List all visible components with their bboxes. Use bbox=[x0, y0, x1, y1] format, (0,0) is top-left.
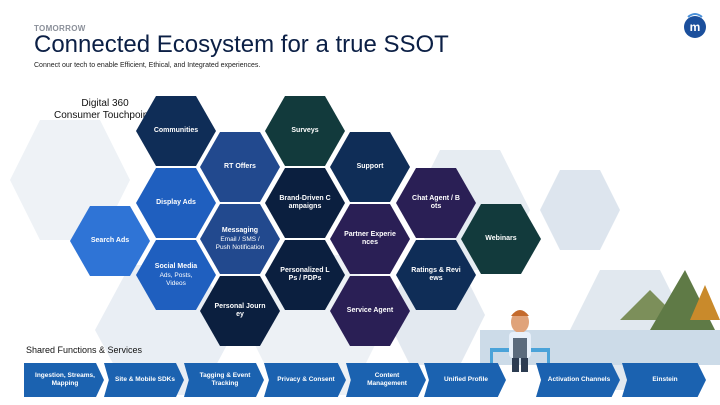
touchpoints-label-line2: Consumer Touchpoints bbox=[54, 110, 157, 121]
hex-label: Brand-Driven Campaigns bbox=[279, 194, 331, 211]
hex-label: Service Agent bbox=[346, 306, 394, 314]
hex-label: Partner Experiences bbox=[344, 230, 396, 247]
hex-sublabel: Ads, Posts, Videos bbox=[159, 272, 193, 287]
brand-logo-icon: m bbox=[684, 13, 706, 38]
hex-personalized: Personalized LPs / PDPs bbox=[265, 240, 345, 310]
hex-partner-exp: Partner Experiences bbox=[330, 204, 410, 274]
hex-sublabel: Email / SMS / Push Notification bbox=[215, 236, 265, 251]
hex-brand-campaigns: Brand-Driven Campaigns bbox=[265, 168, 345, 238]
hex-label: Webinars bbox=[485, 234, 517, 242]
hex-chat-agent: Chat Agent / Bots bbox=[396, 168, 476, 238]
hex-service-agent: Service Agent bbox=[330, 276, 410, 346]
touchpoints-label: Digital 360 Consumer Touchpoints bbox=[54, 98, 156, 122]
hex-label: Surveys bbox=[291, 126, 319, 134]
hex-label: Messaging bbox=[221, 226, 259, 234]
shared-function-item: Einstein bbox=[622, 363, 706, 397]
hex-ratings: Ratings & Reviews bbox=[396, 240, 476, 310]
shared-function-item: Privacy & Consent bbox=[264, 363, 346, 397]
shared-function-item: Activation Channels bbox=[536, 363, 620, 397]
shared-functions-label: Shared Functions & Services bbox=[26, 345, 143, 355]
hex-label: Ratings & Reviews bbox=[411, 266, 461, 283]
hex-surveys: Surveys bbox=[265, 96, 345, 166]
svg-text:m: m bbox=[690, 20, 701, 34]
shared-function-item: Unified Profile bbox=[424, 363, 506, 397]
shared-function-item: Ingestion, Streams, Mapping bbox=[24, 363, 104, 397]
touchpoints-label-line1: Digital 360 bbox=[81, 98, 129, 109]
hex-label: Social Media bbox=[154, 262, 198, 270]
hex-label: Display Ads bbox=[156, 198, 196, 206]
mascot-character bbox=[509, 310, 531, 372]
hex-support: Support bbox=[330, 132, 410, 202]
page-subtitle: Connect our tech to enable Efficient, Et… bbox=[34, 62, 261, 69]
shared-function-item: Site & Mobile SDKs bbox=[104, 363, 184, 397]
hex-label: Personalized LPs / PDPs bbox=[280, 266, 330, 283]
shared-function-item: Tagging & Event Tracking bbox=[184, 363, 264, 397]
hex-label: RT Offers bbox=[224, 162, 256, 170]
hex-label: Chat Agent / Bots bbox=[412, 194, 460, 211]
hex-label: Support bbox=[356, 162, 384, 170]
hex-label: Search Ads bbox=[90, 236, 130, 244]
page-title: Connected Ecosystem for a true SSOT bbox=[34, 31, 449, 58]
shared-function-item: Content Management bbox=[346, 363, 426, 397]
eyebrow: TOMORROW bbox=[34, 24, 86, 33]
hex-label: Communities bbox=[153, 126, 199, 134]
hex-label: Personal Journey bbox=[214, 302, 266, 319]
